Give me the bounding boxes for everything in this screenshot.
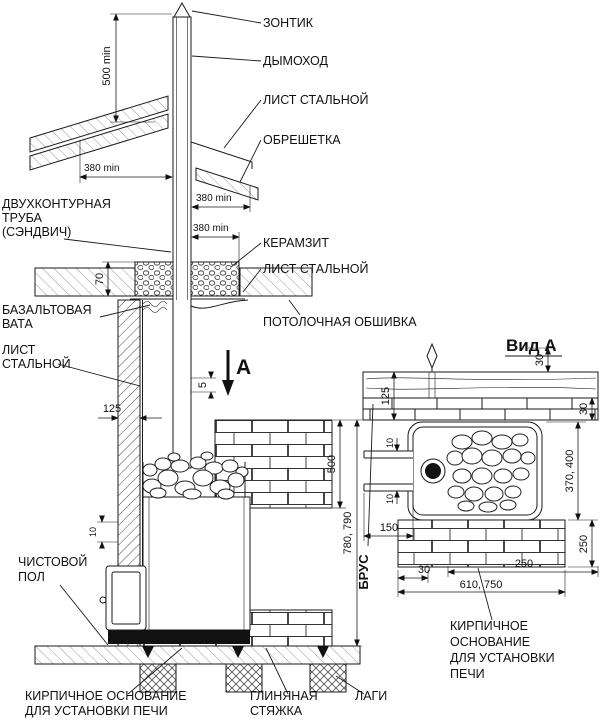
dim-5: 5	[197, 382, 209, 388]
view-a-title: Вид А	[505, 336, 562, 357]
dim-va-10-top: 10	[385, 438, 395, 448]
main-view: A 500 min 380 min 380 min 380 min 7	[2, 1, 417, 718]
label-sandwich-3: (СЭНДВИЧ)	[2, 225, 71, 239]
dim-70: 70	[94, 273, 106, 285]
dim-10: 10	[88, 527, 98, 537]
label-kirpich-left-1: КИРПИЧНОЕ ОСНОВАНИЕ	[25, 689, 187, 703]
joist	[309, 663, 347, 693]
dim-va-370-400: 370, 400	[564, 450, 576, 493]
roof-lathing	[195, 167, 259, 201]
dim-va-610-750: 610, 750	[460, 579, 503, 591]
dim-va-125: 125	[380, 387, 392, 405]
floor-assembly	[34, 645, 361, 693]
stove-plan	[363, 421, 543, 521]
label-potolochnaya-obshivka: ПОТОЛОЧНАЯ ОБШИВКА	[263, 315, 417, 329]
stove-body	[142, 496, 251, 631]
label-list-left-2: СТАЛЬНОЙ	[2, 356, 71, 371]
dim-125: 125	[103, 403, 121, 415]
label-sandwich-2: ТРУБА	[2, 211, 43, 225]
view-a-heading: Вид А	[506, 336, 557, 355]
stones-plan	[446, 430, 536, 513]
dim-380min-pipe: 380 min	[196, 193, 232, 204]
label-kirpich-right-3: ДЛЯ УСТАНОВКИ	[450, 651, 555, 665]
label-list-stalnoy-ceiling: ЛИСТ СТАЛЬНОЙ	[263, 261, 369, 276]
label-list-stalnoy-roof: ЛИСТ СТАЛЬНОЙ	[263, 92, 369, 107]
label-chistovoy-2: ПОЛ	[18, 570, 45, 584]
label-brus: БРУС	[356, 554, 371, 590]
pipe	[172, 16, 192, 469]
label-kirpich-right-4: ПЕЧИ	[450, 667, 485, 681]
view-a-dimensions: 30 125 30 370, 400 250 10 10 150	[363, 347, 599, 597]
down-arrow-icon	[222, 380, 234, 396]
dim-500: 500	[326, 455, 338, 473]
sauna-stones	[142, 451, 249, 500]
dim-780-790: 780, 790	[342, 512, 354, 555]
brick-base-plan	[397, 519, 566, 568]
main-callouts: ЗОНТИК ДЫМОХОД ЛИСТ СТАЛЬНОЙ ОБРЕШЕТКА К…	[2, 10, 417, 718]
view-letter: A	[236, 356, 251, 379]
label-chistovoy-1: ЧИСТОВОЙ	[18, 554, 87, 569]
label-glina-1: ГЛИНЯНАЯ	[250, 689, 318, 703]
label-sandwich-1: ДВУХКОНТУРНАЯ	[2, 197, 111, 211]
dim-500min: 500 min	[101, 46, 113, 85]
dim-va-30-right: 30	[578, 403, 590, 415]
screed-wedge	[232, 646, 244, 658]
finished-floor	[34, 645, 361, 665]
basalt-wool	[142, 301, 168, 313]
label-bazalt-2: ВАТА	[2, 317, 34, 331]
stove-bottom-band	[108, 630, 250, 644]
roof-steel-sheet	[190, 141, 253, 169]
dim-380min-ceiling: 380 min	[193, 223, 229, 234]
view-a: Вид А	[356, 336, 599, 681]
dim-va-30-top: 30	[534, 354, 546, 366]
chimney-plan	[425, 463, 441, 479]
label-kirpich-left-2: ДЛЯ УСТАНОВКИ ПЕЧИ	[25, 704, 168, 718]
chimney-cap	[173, 1, 191, 18]
dim-va-150: 150	[380, 522, 398, 534]
label-dymohod: ДЫМОХОД	[263, 54, 328, 68]
chimney-pipe	[172, 1, 192, 469]
view-direction-marker: A	[222, 350, 251, 396]
dim-va-250-bottom: 250	[515, 558, 533, 570]
ceiling-board-left	[34, 267, 136, 297]
label-kirpich-right-1: КИРПИЧНОЕ	[450, 619, 528, 633]
screed-wedge	[317, 646, 329, 658]
joist	[225, 663, 263, 693]
label-zontik: ЗОНТИК	[263, 16, 314, 30]
view-a-callouts: БРУС КИРПИЧНОЕ ОСНОВАНИЕ ДЛЯ УСТАНОВКИ П…	[356, 403, 555, 681]
brick-lining-band	[362, 397, 599, 421]
label-lagi: ЛАГИ	[355, 689, 387, 703]
screed-wedge	[142, 646, 154, 658]
label-list-left-1: ЛИСТ	[2, 343, 36, 357]
firebox-door	[99, 565, 147, 631]
stove	[99, 462, 251, 644]
timber-wall	[362, 342, 599, 420]
dim-380min-roof: 380 min	[84, 163, 120, 174]
label-kirpich-right-2: ОСНОВАНИЕ	[450, 635, 530, 649]
firebox-tunnel-plan	[363, 450, 413, 492]
ceiling-board-right	[239, 267, 313, 297]
dim-va-250-right: 250	[578, 535, 590, 553]
roof	[29, 95, 259, 201]
label-keramzit: КЕРАМЗИТ	[263, 236, 329, 250]
main-dimensions: 500 min 380 min 380 min 380 min 70 125	[79, 13, 362, 647]
dim-va-10-bottom: 10	[385, 494, 395, 504]
finial-icon	[426, 342, 438, 370]
bent-steel-sheet	[190, 299, 249, 309]
label-glina-2: СТЯЖКА	[250, 704, 303, 718]
door-handle	[99, 596, 107, 604]
label-bazalt-1: БАЗАЛЬТОВАЯ	[2, 303, 92, 317]
dim-va-30-bottom: 30	[418, 564, 430, 576]
label-obreshetka: ОБРЕШЕТКА	[263, 133, 341, 147]
